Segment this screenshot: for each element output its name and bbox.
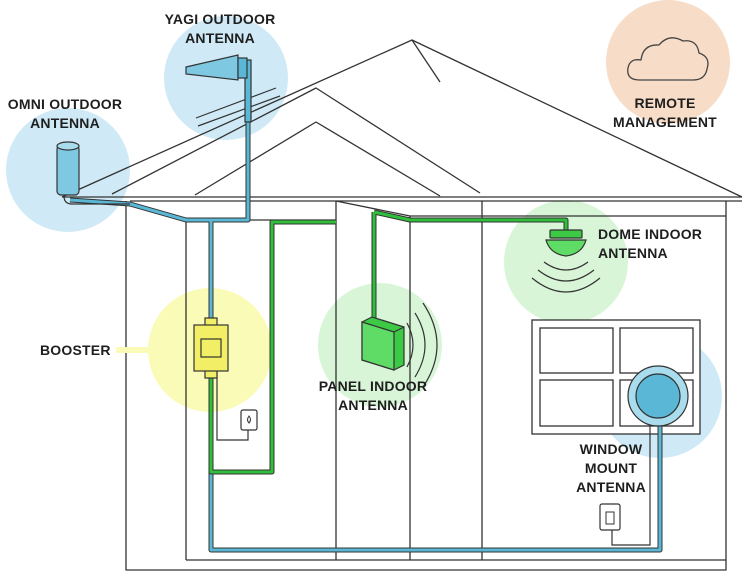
- label-line: DOME INDOOR: [598, 226, 703, 242]
- dome-indoor-antenna-label: DOME INDOOR ANTENNA: [598, 225, 728, 263]
- dome-antenna-icon: [531, 229, 601, 293]
- label-line: MOUNT: [584, 460, 638, 476]
- panel-antenna-icon: [361, 302, 438, 388]
- label-line: ANTENNA: [338, 397, 408, 413]
- label-line: ANTENNA: [598, 245, 668, 261]
- power-outlet-icon: [240, 409, 258, 431]
- dome-highlight-circle: [504, 200, 628, 324]
- omni-outdoor-antenna-label: OMNI OUTDOOR ANTENNA: [0, 95, 132, 133]
- booster-icon: [193, 317, 229, 379]
- remote-highlight-circle: [606, 0, 730, 124]
- label-line: ANTENNA: [30, 115, 100, 131]
- window-mount-antenna-icon: [627, 365, 689, 427]
- yagi-outdoor-antenna-label: YAGI OUTDOOR ANTENNA: [150, 10, 290, 48]
- booster-label: BOOSTER: [40, 341, 120, 360]
- window-mount-antenna-label: WINDOW MOUNT ANTENNA: [566, 440, 656, 497]
- label-line: ANTENNA: [576, 479, 646, 495]
- power-cords: [216, 372, 651, 546]
- label-line: YAGI OUTDOOR: [164, 11, 276, 27]
- green-cable: [208, 209, 569, 475]
- power-outlet-icon: [599, 503, 621, 531]
- label-line: BOOSTER: [40, 342, 111, 358]
- remote-management-label: REMOTE MANAGEMENT: [600, 94, 730, 132]
- label-line: MANAGEMENT: [613, 114, 717, 130]
- label-line: ANTENNA: [185, 30, 255, 46]
- cloud-icon: [627, 37, 709, 81]
- label-line: REMOTE: [634, 95, 696, 111]
- label-line: WINDOW: [579, 441, 643, 457]
- label-line: PANEL INDOOR: [318, 378, 428, 394]
- house-outline: [61, 39, 743, 571]
- panel-indoor-antenna-label: PANEL INDOOR ANTENNA: [304, 377, 442, 415]
- omni-antenna-icon: [56, 141, 130, 205]
- label-line: OMNI OUTDOOR: [7, 96, 123, 112]
- yagi-antenna-icon: [185, 54, 281, 127]
